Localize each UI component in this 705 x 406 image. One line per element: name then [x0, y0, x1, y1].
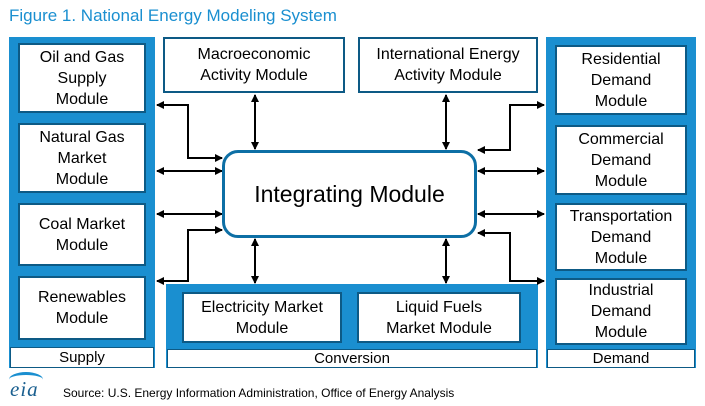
transportation-demand-module: Transportation Demand Module	[555, 203, 687, 271]
demand-label: Demand	[547, 349, 695, 368]
liquid-fuels-market-module: Liquid Fuels Market Module	[357, 292, 521, 343]
commercial-demand-module: Commercial Demand Module	[555, 125, 687, 195]
source-note: Source: U.S. Energy Information Administ…	[63, 386, 455, 400]
natural-gas-market-module: Natural Gas Market Module	[18, 123, 146, 193]
eia-logo-arc	[9, 372, 43, 387]
arrow-residential-to-integrating	[477, 101, 545, 154]
arrow-oil-gas-to-integrating	[156, 101, 223, 162]
macroeconomic-activity-module: Macroeconomic Activity Module	[163, 37, 345, 93]
eia-logo: eia	[10, 377, 39, 401]
oil-gas-supply-module: Oil and Gas Supply Module	[18, 43, 146, 113]
conversion-label: Conversion	[167, 349, 537, 368]
figure-title: Figure 1. National Energy Modeling Syste…	[9, 6, 337, 25]
renewables-module: Renewables Module	[18, 276, 146, 340]
coal-market-module: Coal Market Module	[18, 203, 146, 266]
supply-label: Supply	[10, 347, 154, 368]
residential-demand-module: Residential Demand Module	[555, 45, 687, 115]
arrow-renewables-to-integrating	[156, 226, 223, 285]
industrial-demand-module: Industrial Demand Module	[555, 278, 687, 345]
integrating-module: Integrating Module	[222, 150, 477, 238]
arrow-industrial-to-integrating	[477, 229, 545, 285]
international-energy-activity-module: International Energy Activity Module	[358, 37, 538, 93]
electricity-market-module: Electricity Market Module	[182, 292, 342, 343]
